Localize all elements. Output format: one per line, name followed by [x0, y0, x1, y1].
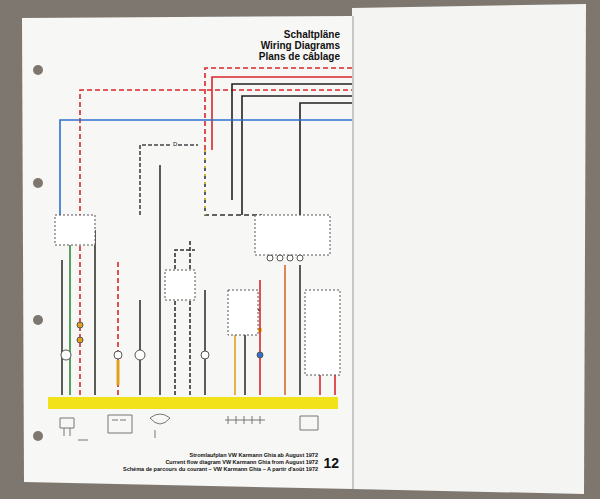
diagram-caption: Schéma de parcours du courant – VW Karma…	[123, 466, 318, 472]
front-page	[22, 16, 353, 489]
page-heading: Wiring Diagrams	[261, 40, 340, 51]
terminal-bar	[48, 397, 338, 409]
wire-label: D	[172, 141, 178, 148]
fold-shadow	[352, 16, 354, 489]
wires	[60, 68, 352, 395]
back-page	[352, 4, 586, 494]
page-number: 12	[323, 456, 339, 471]
page-heading: Schaltpläne	[284, 29, 340, 40]
punch-holes	[33, 65, 43, 441]
page-heading: Plans de câblage	[259, 51, 340, 62]
diagram-caption: Stromlaufplan VW Karmann Ghia ab August …	[190, 452, 318, 458]
component-symbols	[55, 215, 340, 375]
part-pictures	[60, 414, 318, 440]
diagram-caption: Current flow diagram VW Karmann Ghia fro…	[165, 459, 318, 465]
